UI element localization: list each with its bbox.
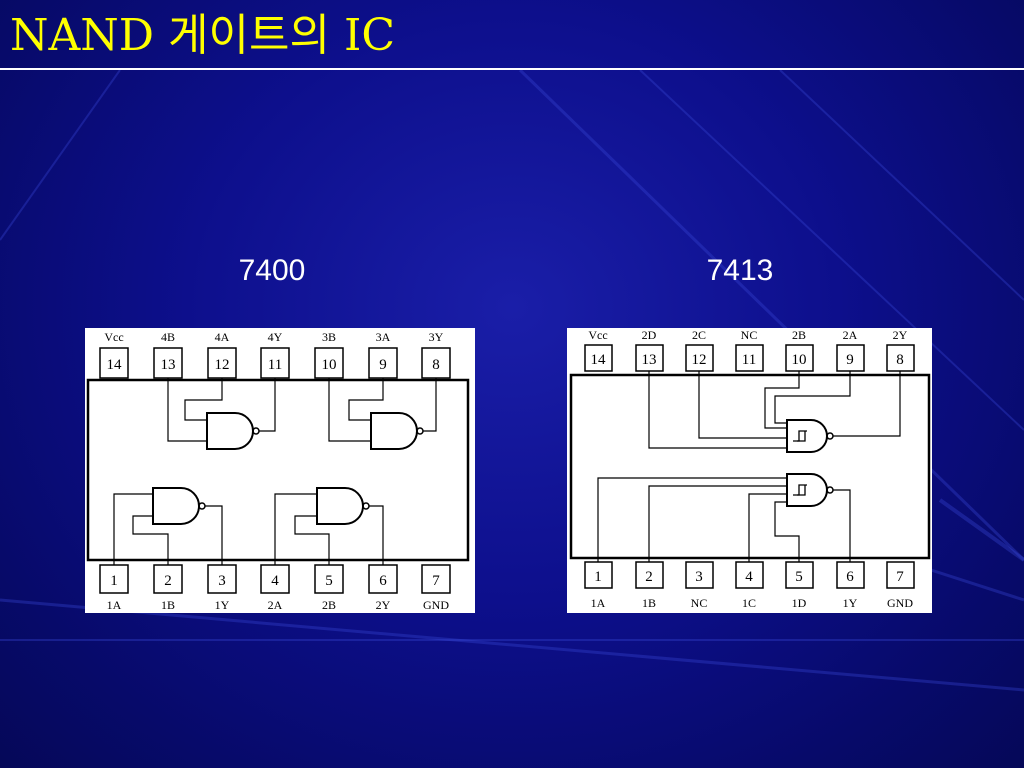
title-divider bbox=[0, 68, 1024, 70]
pin-12-label: 4A bbox=[215, 330, 230, 344]
pin-2-label: 1B bbox=[161, 598, 175, 612]
gate-1-wiring bbox=[597, 477, 851, 562]
gate-4-wiring bbox=[167, 378, 276, 442]
nand-gate-2 bbox=[316, 487, 370, 525]
pin-6-label: 2Y bbox=[376, 598, 391, 612]
pin-5-number: 5 bbox=[795, 569, 803, 585]
pin-9-label: 3A bbox=[376, 330, 391, 344]
pin-4-label: 1C bbox=[742, 596, 756, 610]
pin-1-number: 1 bbox=[594, 569, 602, 585]
pin-10-label: 2B bbox=[792, 328, 806, 342]
pin-9-number: 9 bbox=[846, 352, 854, 368]
pin-2-label: 1B bbox=[642, 596, 656, 610]
pin-3-number: 3 bbox=[695, 569, 703, 585]
pin-4-label: 2A bbox=[268, 598, 283, 612]
chip-body bbox=[86, 378, 470, 562]
pin-12-number: 12 bbox=[692, 352, 707, 368]
pin-7-label: GND bbox=[423, 598, 449, 612]
pin-7-label: GND bbox=[887, 596, 913, 610]
schmitt-nand-gate-1 bbox=[786, 473, 834, 507]
pin-13-number: 13 bbox=[642, 352, 657, 368]
chip-7413-pinout-diagram: Vcc 2D 2C NC 2B 2A 2Y 14 13 12 11 10 9 8… bbox=[567, 328, 932, 613]
pin-2-number: 2 bbox=[645, 569, 653, 585]
pin-3-label: NC bbox=[691, 596, 708, 610]
pin-6-label: 1Y bbox=[843, 596, 858, 610]
pin-12-number: 12 bbox=[215, 357, 230, 373]
pin-5-label: 1D bbox=[792, 596, 807, 610]
pin-6-number: 6 bbox=[846, 569, 854, 585]
pin-13-number: 13 bbox=[161, 357, 176, 373]
gate-2-wiring bbox=[648, 371, 901, 449]
pin-8-number: 8 bbox=[896, 352, 904, 368]
pin-14-label: Vcc bbox=[104, 330, 123, 344]
pin-8-number: 8 bbox=[432, 357, 440, 373]
pin-13-label: 4B bbox=[161, 330, 175, 344]
nand-gate-1 bbox=[152, 487, 206, 525]
pin-14-number: 14 bbox=[107, 357, 123, 373]
pin-8-label: 2Y bbox=[893, 328, 908, 342]
pin-2-number: 2 bbox=[164, 573, 172, 589]
pin-7-number: 7 bbox=[432, 573, 440, 589]
pin-7-number: 7 bbox=[896, 569, 904, 585]
pin-11-number: 11 bbox=[742, 352, 756, 368]
chip-7413-caption: 7413 bbox=[706, 254, 774, 287]
pin-1-label: 1A bbox=[107, 598, 122, 612]
gate-1-wiring bbox=[113, 493, 223, 565]
nand-gate-4 bbox=[206, 412, 260, 450]
pin-9-label: 2A bbox=[843, 328, 858, 342]
pin-12-label: 2C bbox=[692, 328, 706, 342]
pin-5-number: 5 bbox=[325, 573, 333, 589]
pin-5-label: 2B bbox=[322, 598, 336, 612]
pin-11-number: 11 bbox=[268, 357, 282, 373]
chip-7400-pinout-diagram: Vcc 4B 4A 4Y 3B 3A 3Y 14 13 12 11 10 9 8… bbox=[85, 328, 475, 613]
pin-13-label: 2D bbox=[642, 328, 657, 342]
pin-3-number: 3 bbox=[218, 573, 226, 589]
pin-1-label: 1A bbox=[591, 596, 606, 610]
pin-14-number: 14 bbox=[591, 352, 607, 368]
pin-11-label: 4Y bbox=[268, 330, 283, 344]
nand-gate-3 bbox=[370, 412, 424, 450]
schmitt-nand-gate-2 bbox=[786, 419, 834, 453]
pin-14-label: Vcc bbox=[588, 328, 607, 342]
chip-body bbox=[569, 373, 931, 560]
pin-8-label: 3Y bbox=[429, 330, 444, 344]
gate-2-wiring bbox=[274, 493, 384, 565]
pin-3-label: 1Y bbox=[215, 598, 230, 612]
pin-6-number: 6 bbox=[379, 573, 387, 589]
pin-1-number: 1 bbox=[110, 573, 118, 589]
pin-4-number: 4 bbox=[271, 573, 279, 589]
chip-7400-caption: 7400 bbox=[238, 254, 306, 287]
pin-4-number: 4 bbox=[745, 569, 753, 585]
pin-9-number: 9 bbox=[379, 357, 387, 373]
slide-title: NAND 게이트의 IC bbox=[10, 10, 395, 61]
pin-11-label: NC bbox=[741, 328, 758, 342]
pin-10-number: 10 bbox=[322, 357, 337, 373]
pin-10-number: 10 bbox=[792, 352, 807, 368]
pin-10-label: 3B bbox=[322, 330, 336, 344]
gate-3-wiring bbox=[328, 378, 437, 442]
